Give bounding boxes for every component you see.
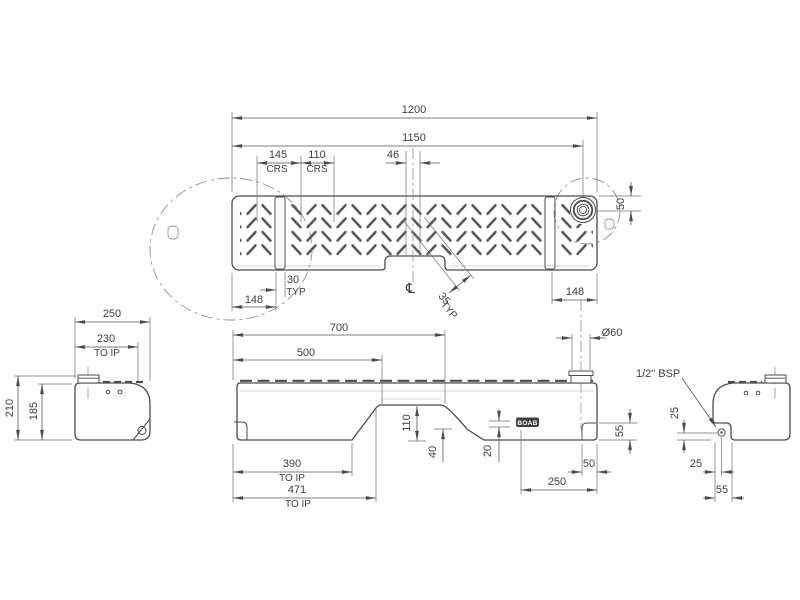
- dim-label-1150: 1150: [402, 132, 426, 144]
- dim-label-471: 471: [288, 484, 306, 496]
- dim-label-110-crs: 110: [308, 149, 326, 161]
- dim-label-46: 46: [387, 149, 399, 161]
- dim-label-25-horizontal: 25: [690, 458, 702, 470]
- vent-hole-3: [743, 390, 749, 396]
- left-side-view: 250 230 TO IP 210 185: [4, 308, 151, 441]
- dim-label-50-port: 50: [615, 198, 627, 210]
- foot-pocket-right: [581, 422, 596, 440]
- dim-label-500: 500: [297, 347, 315, 359]
- tank-front-outline: [236, 382, 598, 441]
- vent-hole-1: [105, 389, 111, 395]
- crs-label-1: CRS: [266, 164, 287, 175]
- clearance-circle-left: [149, 177, 313, 321]
- corner-plate-edge: [132, 418, 151, 441]
- to-ip-label-471: TO IP: [285, 499, 311, 510]
- mount-hole: [137, 426, 147, 435]
- strip-right: [544, 196, 556, 270]
- tread-pattern-right-top: [558, 203, 570, 224]
- dim-label-210: 210: [4, 399, 16, 417]
- dim-label-dia60: Ø60: [602, 327, 623, 339]
- tank-left-outline: [74, 382, 151, 441]
- dim-label-185: 185: [28, 402, 40, 420]
- filler-port: [570, 197, 596, 223]
- filler-neck-left: [77, 374, 100, 384]
- dim-label-148-right: 148: [566, 286, 584, 298]
- filler-neck-front: [568, 370, 594, 384]
- vent-hole-2: [117, 389, 123, 395]
- dim-label-20: 20: [482, 445, 494, 457]
- filler-neck-right: [764, 374, 787, 384]
- dim-label-50-front: 50: [583, 458, 595, 470]
- brand-logo: BOAB: [516, 417, 539, 427]
- right-side-view: 1/2" BSP 25 25 55: [636, 367, 791, 502]
- dim-label-55-right: 55: [716, 484, 728, 496]
- bsp-fitting: [717, 428, 726, 437]
- strip-left: [274, 196, 286, 270]
- dim-label-250-left: 250: [103, 308, 121, 320]
- typ-label-30: TYP: [286, 287, 306, 298]
- centerline-symbol: ℄: [405, 281, 415, 297]
- tab-right: [604, 218, 615, 230]
- top-view: 1200 1150 145 CRS 110 CRS 46 50 148 30 T…: [149, 104, 641, 322]
- tread-pattern-main: [290, 202, 542, 256]
- dim-label-30: 30: [287, 274, 299, 286]
- bsp-fitting-label: 1/2" BSP: [636, 368, 680, 380]
- dim-label-110-front: 110: [401, 414, 413, 432]
- dim-label-1200: 1200: [402, 104, 426, 116]
- tab-left: [167, 225, 179, 240]
- dim-label-55-front: 55: [614, 425, 626, 437]
- vent-hole-4: [755, 390, 761, 396]
- foot-pocket-left: [234, 421, 248, 440]
- dim-label-148-left: 148: [245, 294, 263, 306]
- tread-pattern-right-end: [558, 224, 593, 257]
- brand-logo-text: BOAB: [517, 420, 537, 427]
- dim-label-40: 40: [427, 446, 439, 458]
- to-ip-label-390: TO IP: [279, 473, 305, 484]
- dim-label-390: 390: [283, 458, 301, 470]
- typ-label-35: TYP: [438, 299, 459, 321]
- tread-pattern-left-end: [240, 203, 272, 257]
- dim-label-250-front: 250: [548, 476, 566, 488]
- dim-label-25-vertical: 25: [669, 407, 681, 419]
- dim-label-700: 700: [330, 322, 348, 334]
- crs-label-2: CRS: [306, 164, 327, 175]
- front-view: BOAB 700: [232, 300, 637, 510]
- to-ip-label-left: TO IP: [94, 348, 120, 359]
- bsp-fitting-bore: [720, 431, 723, 434]
- dim-label-145: 145: [269, 149, 287, 161]
- dim-label-230: 230: [97, 333, 115, 345]
